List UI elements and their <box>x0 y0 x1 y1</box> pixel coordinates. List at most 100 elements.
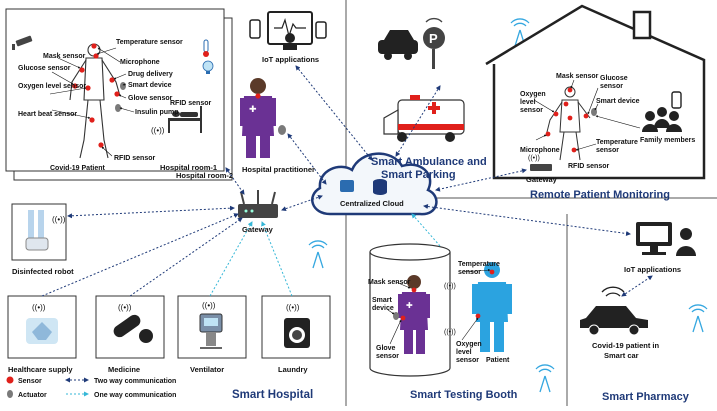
testing-title: Smart Testing Booth <box>410 389 518 401</box>
mask-sensor-label: Mask sensor <box>43 53 86 60</box>
thermometer-icon <box>203 39 209 57</box>
remote-sensor-dots <box>545 87 589 153</box>
drug-delivery-label: Drug delivery <box>128 71 173 78</box>
rfid-wave-icon: ((•)) <box>151 126 165 135</box>
svg-text:((•)): ((•)) <box>286 303 300 312</box>
pharmacy-title: Smart Pharmacy <box>602 391 690 403</box>
testing-wave-icons: ((•)) ((•)) <box>444 283 456 336</box>
lightbulb-icon <box>202 60 214 74</box>
centralized-cloud <box>311 152 438 216</box>
remote-rfid-label: RFID sensor <box>568 163 610 170</box>
healthcare-supply-card: ((•)) <box>7 295 77 359</box>
disinfect-robot-label: Disinfected robot <box>12 267 74 276</box>
sensor-leader-lines <box>49 47 135 157</box>
svg-text:✚: ✚ <box>249 104 257 114</box>
testing-patient-label: Patient <box>486 357 510 364</box>
pharmacy-iot-label: IoT applications <box>624 265 681 274</box>
cctv-icon <box>12 35 33 50</box>
legend-one-way-label: One way communication <box>94 392 176 399</box>
medicine-card: ((•)) <box>95 295 165 359</box>
remote-gateway-icon: ((•)) <box>528 155 552 171</box>
remote-gateway-label: Gateway <box>526 175 558 184</box>
hospital-room-frames <box>5 8 233 181</box>
disinfect-robot-icon: ((•)) <box>11 203 67 261</box>
insulin-pump-label: Insulin pump <box>135 109 179 116</box>
parking-car-icon: P <box>378 17 445 69</box>
hospital-room-1-title: Hospital room-1 <box>160 163 217 172</box>
temperature-sensor-label: Temperature sensor <box>116 39 183 46</box>
glucose-sensor-label: Glucose sensor <box>18 65 71 72</box>
hospital-room-labels: Mask sensor Glucose sensor Oxygen level … <box>18 39 233 180</box>
svg-text:((•)): ((•)) <box>52 215 66 224</box>
testing-patient-figure <box>472 262 512 352</box>
legend-actuator-label: Actuator <box>18 392 47 399</box>
ambulance-title: Smart Ambulance and Smart Parking <box>371 156 490 181</box>
remote-family-label: Family members <box>640 137 695 144</box>
svg-text:((•)): ((•)) <box>528 155 540 162</box>
medicine-label: Medicine <box>108 365 140 374</box>
legend-two-way-label: Two way communication <box>94 378 176 385</box>
glove-sensor-label: Glove sensor <box>128 95 173 102</box>
healthcare-supply-label: Healthcare supply <box>8 365 73 374</box>
house-outline <box>485 4 706 180</box>
remote-leader-lines <box>533 79 641 151</box>
remote-microphone-label: Microphone <box>520 147 560 154</box>
svg-text:((•)): ((•)) <box>444 329 456 336</box>
laundry-label: Laundry <box>278 365 308 374</box>
svg-text:P: P <box>429 31 438 46</box>
two-way-links <box>41 65 653 297</box>
covid-patient-label: Covid-19 Patient <box>50 165 106 172</box>
practitioner-label: Hospital practitioner <box>242 165 315 174</box>
testing-practitioner-figure: ✚ <box>393 275 430 354</box>
rfid-bed-label: RFID sensor <box>170 100 212 107</box>
gateway-left-label: Gateway <box>242 225 274 234</box>
ventilator-label: Ventilator <box>190 365 224 374</box>
svg-text:((•)): ((•)) <box>202 301 216 310</box>
smart-car-icon <box>580 286 648 336</box>
remote-phone-icon <box>671 91 682 109</box>
iot-top-icon <box>249 11 327 50</box>
patient-sensor-dots <box>72 43 120 148</box>
one-way-links <box>209 213 441 297</box>
svg-text:((•)): ((•)) <box>151 126 165 135</box>
ambulance-icon <box>383 95 465 142</box>
testing-mask-label: Mask sensor <box>368 279 411 286</box>
microphone-label: Microphone <box>120 59 160 66</box>
gateway-router-icon <box>238 190 278 218</box>
hospital-room-2-title: Hospital room-2 <box>176 171 233 180</box>
legend-sensor-swatch <box>6 376 14 384</box>
remote-smart-device-label: Smart device <box>596 98 640 105</box>
svg-text:((•)): ((•)) <box>32 303 46 312</box>
laundry-card: ((•)) <box>261 295 331 359</box>
remote-actuator-dot <box>591 108 597 116</box>
testing-leader-lines <box>387 268 491 345</box>
pharmacy-iot-icon <box>636 222 696 256</box>
family-members-icon <box>642 107 682 132</box>
remote-title: Remote Patient Monitoring <box>530 189 670 201</box>
hospital-bed-icon <box>168 106 202 133</box>
heart-sensor-label: Heart beat sensor <box>18 111 77 118</box>
iot-top-label: IoT applications <box>262 55 319 64</box>
smart-device-label: Smart device <box>128 82 172 89</box>
cloud-label: Centralized Cloud <box>340 199 404 208</box>
svg-text:✚: ✚ <box>406 301 413 310</box>
remote-mask-label: Mask sensor <box>556 73 599 80</box>
svg-text:((•)): ((•)) <box>118 303 132 312</box>
legend: Sensor Actuator Two way communication On… <box>6 376 176 399</box>
ventilator-card: ((•)) <box>177 295 247 359</box>
smart-hospital-title: Smart Hospital <box>232 389 313 401</box>
svg-text:((•)): ((•)) <box>444 283 456 290</box>
oxygen-sensor-label: Oxygen level sensor <box>18 83 86 90</box>
legend-actuator-swatch <box>7 390 13 398</box>
